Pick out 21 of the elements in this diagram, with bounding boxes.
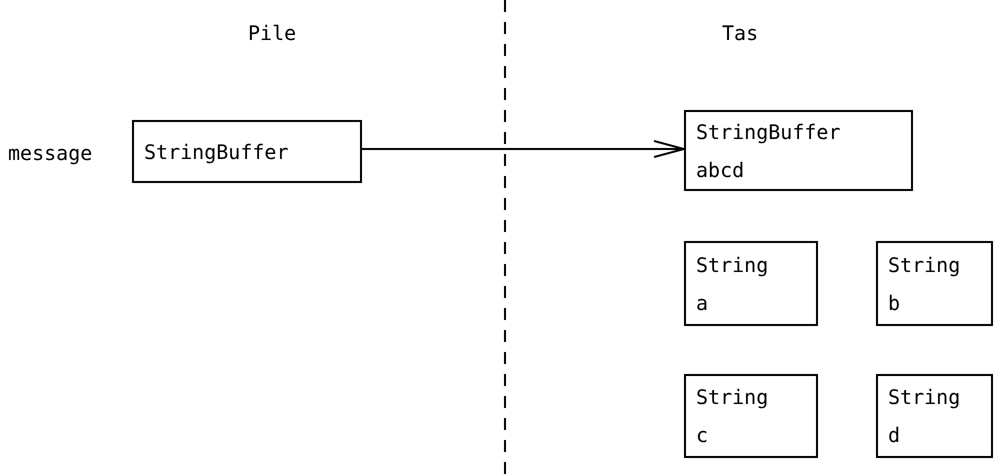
section-heading: Pile (248, 20, 296, 47)
type-name: String (888, 384, 962, 411)
value-text: a (696, 290, 710, 316)
value-text: c (696, 422, 710, 449)
arrow (362, 140, 685, 158)
type-name: StringBuffer (696, 118, 842, 146)
type-name: String (888, 252, 962, 278)
type-name: String (696, 252, 770, 278)
object-box (684, 374, 818, 458)
value-text: abcd (696, 156, 746, 184)
object-box (876, 374, 993, 458)
value-text: b (888, 290, 902, 316)
value-text: d (888, 422, 902, 449)
object-box (876, 241, 993, 326)
object-box (684, 110, 913, 191)
section-heading: Tas (722, 20, 758, 47)
type-name: StringBuffer (144, 138, 290, 166)
type-name: String (696, 384, 770, 411)
object-box (684, 241, 818, 326)
variable-name: message (8, 140, 92, 167)
object-box (132, 120, 362, 183)
